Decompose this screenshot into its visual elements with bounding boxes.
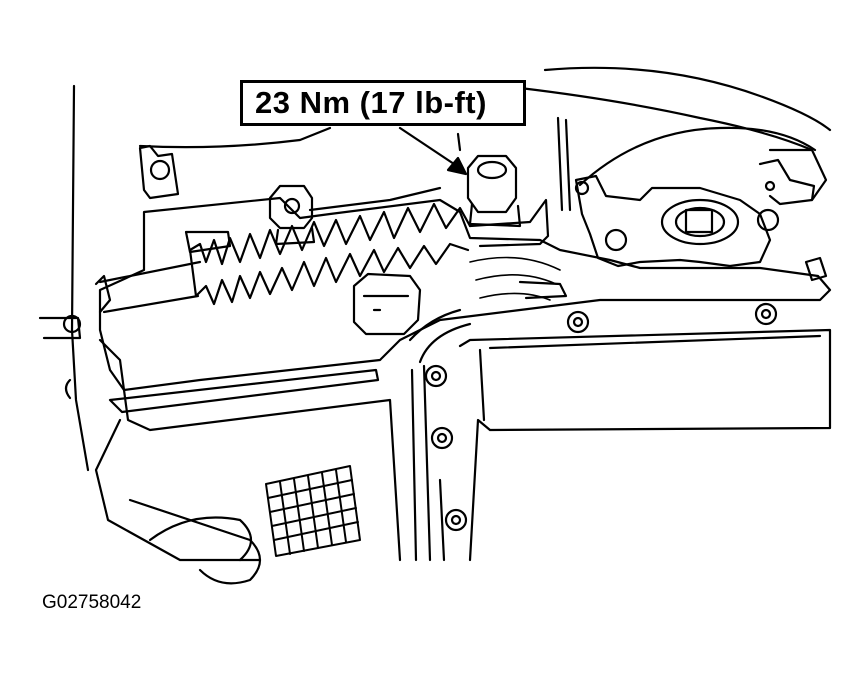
left-mount-nut [151, 161, 169, 179]
upper-right-bracket [770, 150, 826, 200]
mesh-grille [266, 466, 360, 556]
upper-right-curve-3 [580, 128, 815, 185]
left-edge-curve [66, 380, 70, 398]
subframe-body [96, 340, 400, 560]
upper-right-curve-1 [520, 88, 812, 150]
center-clamp [354, 274, 420, 334]
torque-callout-label: 23 Nm (17 lb-ft) [240, 80, 526, 126]
top-contour-line-2 [310, 188, 440, 210]
rack-lower-bracket [520, 282, 566, 298]
main-housing-outline [100, 198, 830, 390]
left-frame-line [72, 86, 88, 470]
rack-tube [100, 262, 200, 312]
callout-leader-line [400, 128, 460, 168]
rack-boot [186, 204, 470, 304]
callout-tick [458, 134, 460, 150]
callout-bolt [468, 156, 548, 246]
left-bracket-outline [40, 318, 80, 338]
center-flange-lines [412, 366, 444, 560]
pan-bolts [426, 304, 776, 530]
top-contour-line-1 [140, 128, 330, 147]
left-mount-bracket [140, 146, 178, 198]
upper-right-curve-2 [545, 68, 830, 130]
oil-pan-outline [460, 330, 830, 560]
rack-shadow-lines [470, 258, 560, 301]
subframe-hole-outline [150, 518, 251, 561]
right-edge-bolt [806, 258, 826, 280]
pan-flange-curve [410, 310, 470, 362]
subframe-upper-edge [110, 370, 378, 412]
subframe-lower-curve [130, 500, 260, 583]
right-mount-bracket [576, 160, 814, 266]
oil-pan-inner-edge [480, 336, 820, 420]
rack-mount-bolt-left [270, 186, 314, 244]
figure-id: G02758042 [42, 592, 142, 613]
right-vertical-pipe [558, 118, 570, 210]
callout-arrowhead [448, 158, 466, 174]
tie-rod-end [96, 276, 110, 312]
left-pivot-circle [64, 316, 80, 332]
